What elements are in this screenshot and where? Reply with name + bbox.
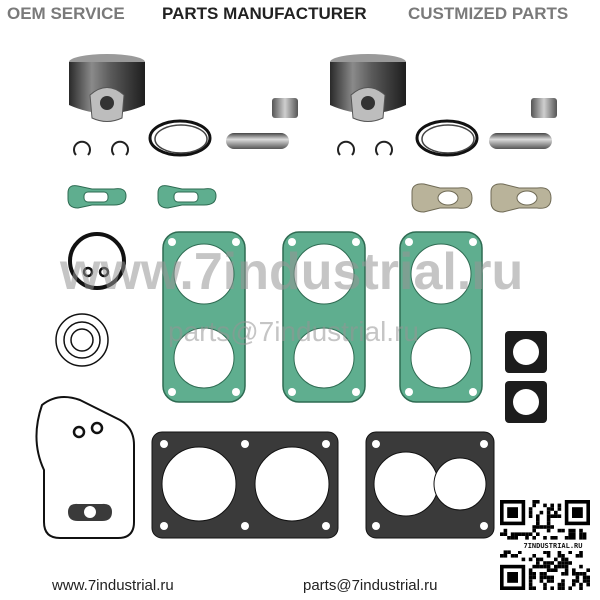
square-gasket-top [505, 331, 547, 373]
cover-gasket [35, 395, 135, 539]
circlip-left-b [111, 140, 129, 156]
cylinder-base-gasket-2 [282, 231, 366, 403]
o-ring-set [68, 232, 126, 290]
head-gasket-right [365, 431, 495, 539]
exhaust-gasket-green-left [67, 185, 127, 209]
head-gasket-left [151, 431, 339, 539]
footer-email[interactable]: parts@7industrial.ru [303, 577, 438, 594]
piston-assembly-left [69, 54, 298, 157]
qr-label: 7INDUSTRIAL.RU [514, 541, 592, 551]
watermark-email: parts@7industrial.ru [168, 316, 419, 347]
header-customized-parts: CUSTMIZED PARTS [408, 4, 569, 23]
round-seal [55, 313, 109, 367]
exhaust-gasket-tan-left [411, 183, 473, 213]
piston-rings-left [148, 119, 212, 157]
piston-assembly-right [330, 54, 557, 157]
piston-pin-right [489, 133, 552, 149]
circlip-left-a [73, 140, 91, 156]
exhaust-gasket-tan-right [490, 183, 552, 213]
exhaust-gasket-green-right [157, 185, 217, 209]
footer-site[interactable]: www.7industrial.ru [52, 577, 174, 594]
header-parts-manufacturer: PARTS MANUFACTURER [162, 4, 367, 23]
circlip-right-b [375, 140, 393, 156]
watermark-site: www.7industrial.ru [60, 243, 524, 301]
header-oem-service: OEM SERVICE [7, 4, 125, 23]
piston-rings-right [415, 119, 479, 157]
piston-pin-left [226, 133, 289, 149]
needle-bearing-left [272, 98, 298, 118]
cylinder-base-gasket-1 [162, 231, 246, 403]
cylinder-base-gasket-3 [399, 231, 483, 403]
square-gasket-bottom [505, 381, 547, 423]
needle-bearing-right [531, 98, 557, 118]
circlip-right-a [337, 140, 355, 156]
